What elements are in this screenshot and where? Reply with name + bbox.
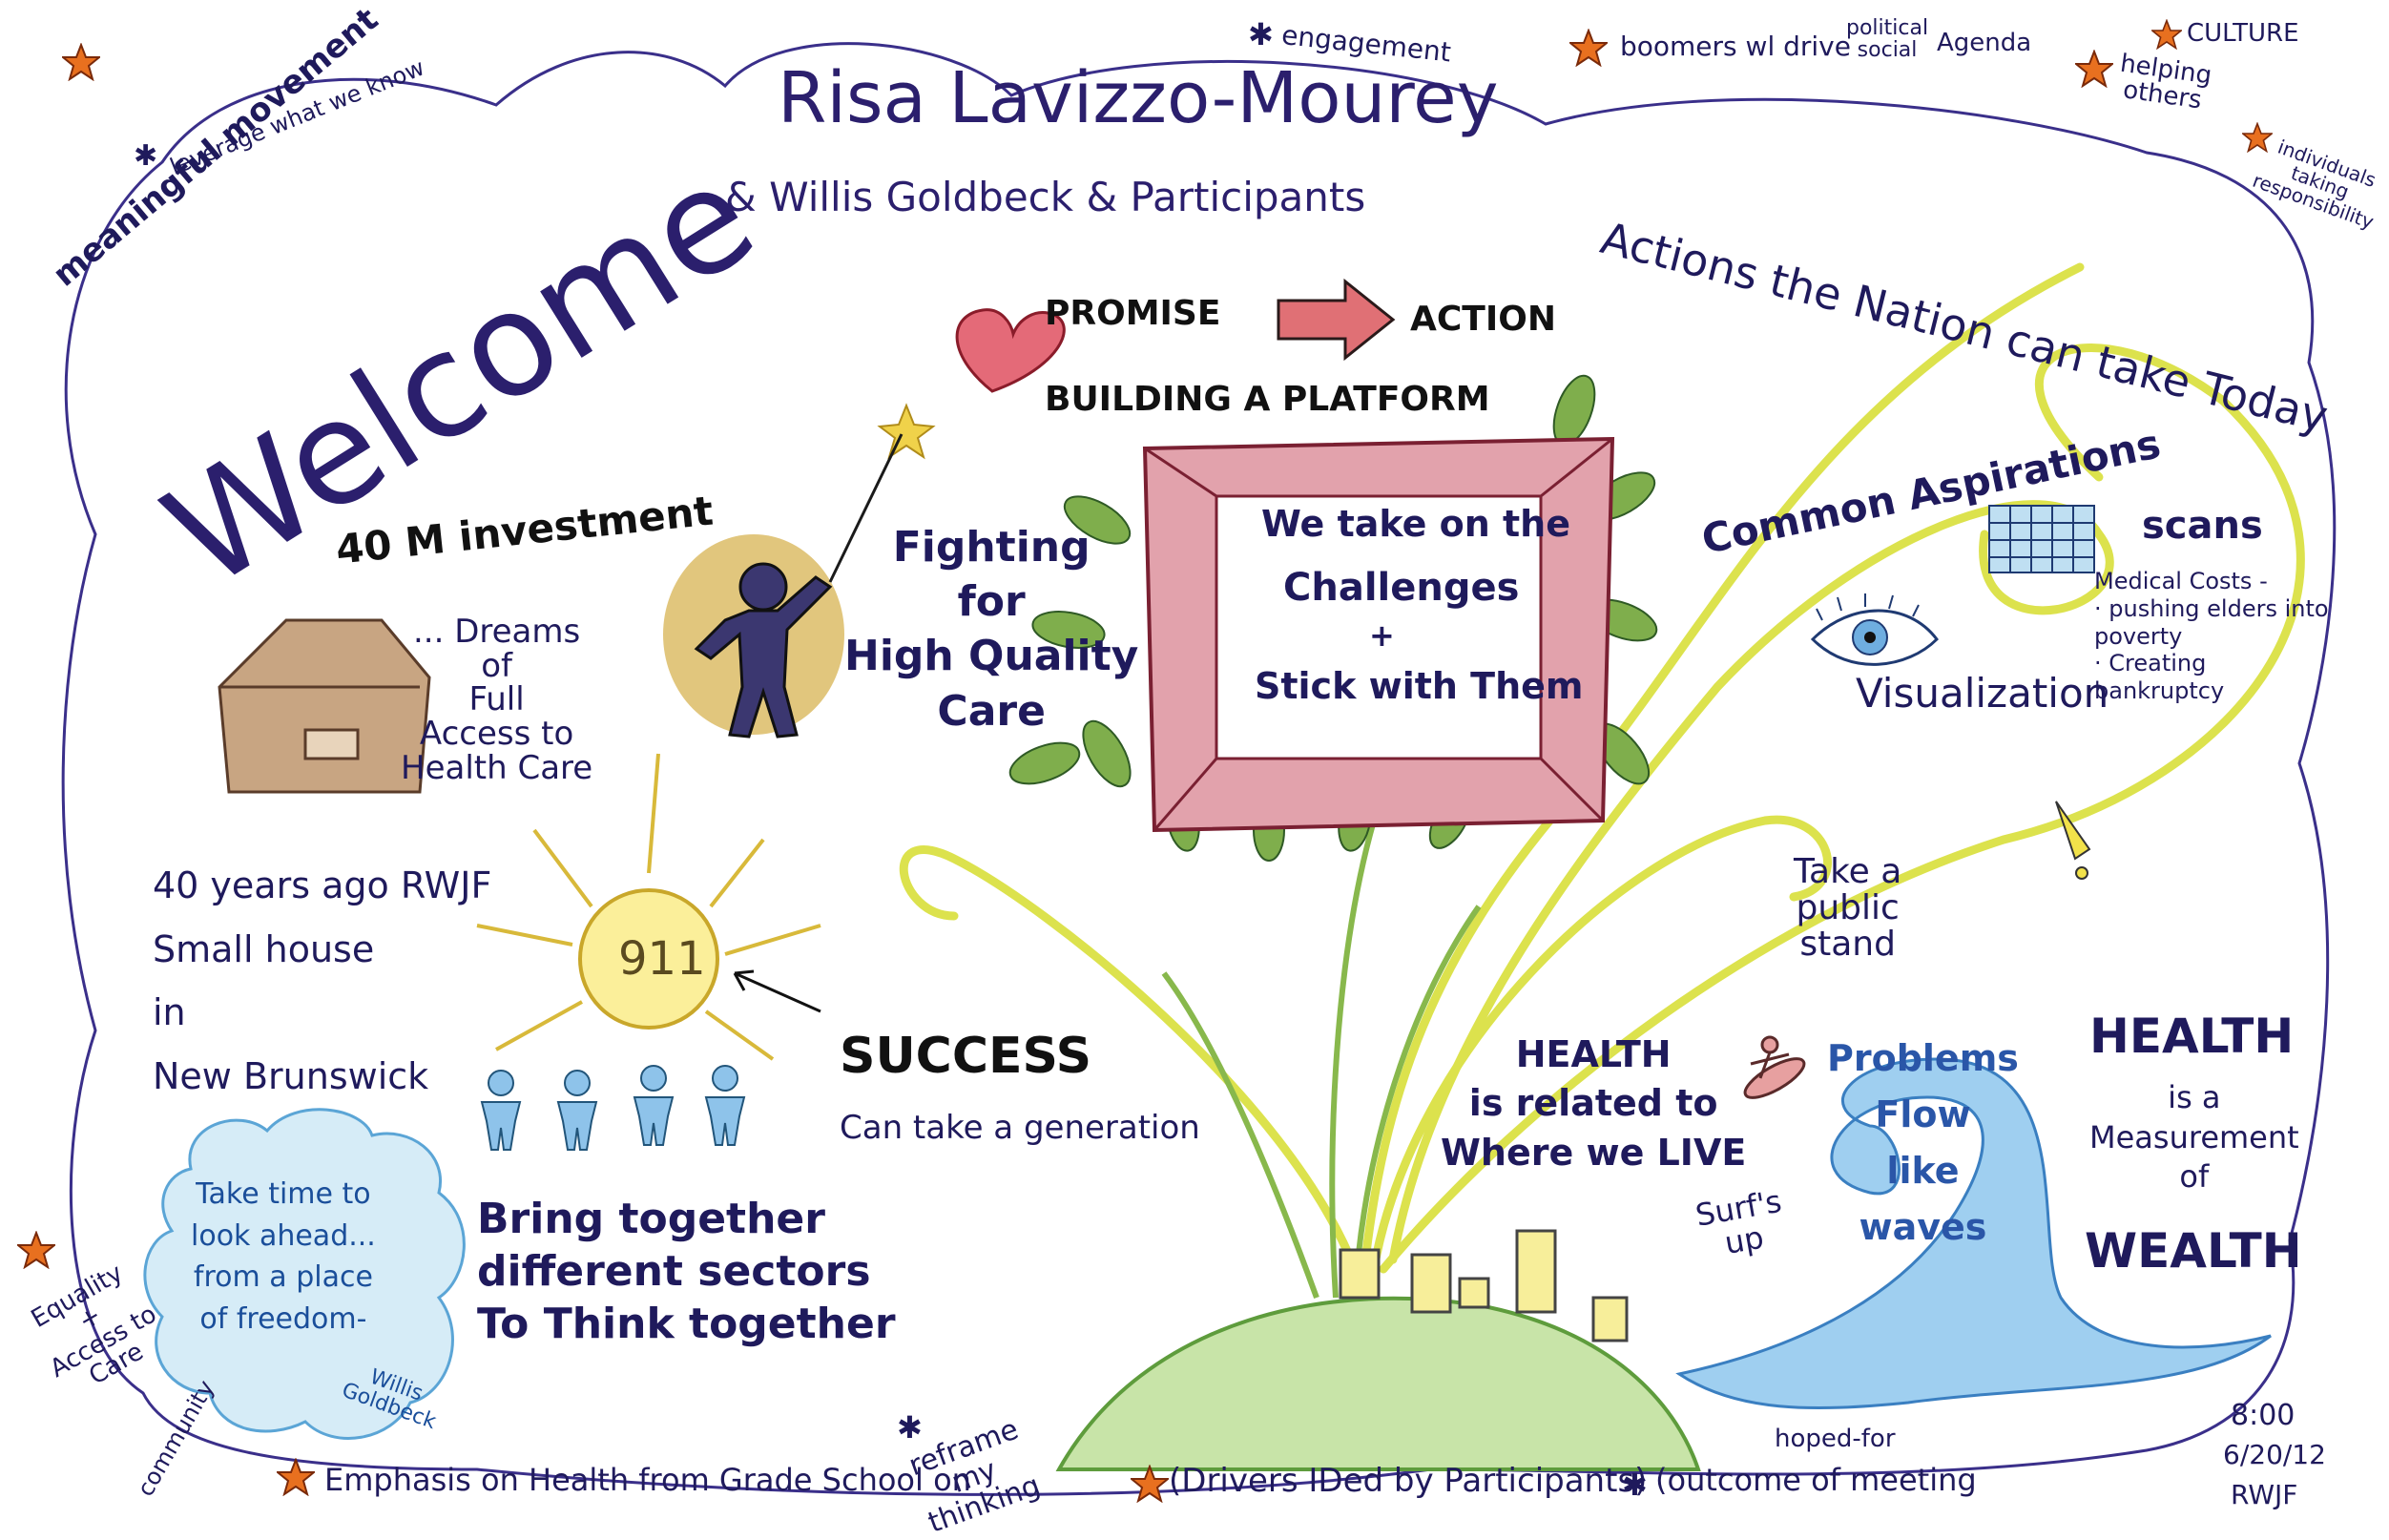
generation-label: Can take a generation	[840, 1109, 1200, 1147]
public-stand-label: Take a public stand	[1794, 852, 1902, 964]
star-icon	[1131, 1465, 1169, 1503]
quote-cloud	[143, 1108, 466, 1440]
problems-flow-label: Problems Flow like waves	[1827, 1037, 2019, 1248]
fighting-label: Fighting for High Quality Care	[844, 523, 1139, 736]
cloud-quote-text: Take time to look ahead... from a place …	[191, 1177, 376, 1336]
cloud-border	[61, 42, 2337, 1496]
health-live-label: HEALTH is related to Where we LIVE	[1441, 1033, 1747, 1174]
star-icon	[2242, 122, 2273, 153]
health-wealth-text: is a Measurement of	[2089, 1079, 2299, 1196]
hoped-for-note: hoped-for	[1775, 1425, 1896, 1453]
bring-together-label: Bring together different sectors To Thin…	[477, 1195, 896, 1348]
sun-911-label: 911	[618, 932, 706, 986]
house-icon	[218, 618, 431, 794]
asterisk-icon: ✱	[1622, 1467, 1648, 1503]
date-stamp: 6/20/12	[2223, 1439, 2326, 1470]
agenda-note: Agenda	[1937, 29, 2032, 57]
culture-note: CULTURE	[2187, 19, 2299, 48]
building-platform-label: BUILDING A PLATFORM	[1045, 380, 1490, 419]
frame-line-2: Challenges	[1283, 566, 1520, 610]
success-label: SUCCESS	[840, 1028, 1092, 1085]
asterisk-icon: ✱	[134, 139, 158, 173]
org-stamp: RWJF	[2231, 1479, 2298, 1510]
platform-frame	[1142, 436, 1615, 833]
star-icon	[1569, 29, 1608, 67]
star-icon	[277, 1458, 315, 1496]
stem	[1161, 820, 1482, 1300]
speaker-name: Risa Lavizzo-Mourey	[778, 57, 1499, 139]
heart-icon	[955, 308, 1066, 393]
scans-label: scans	[2142, 504, 2263, 548]
dreams-label: ... Dreams of Full Access to Health Care	[401, 613, 593, 787]
frame-line-1: We take on the	[1261, 503, 1571, 545]
calendar-grid-icon	[1988, 505, 2095, 573]
forty-years-label: 40 years ago RWJF Small house in New Bru…	[153, 864, 492, 1097]
eye-icon	[1810, 593, 1939, 666]
wave	[1675, 1057, 2272, 1410]
star-icon	[2151, 19, 2182, 50]
city-buildings	[1339, 1229, 1629, 1342]
exclamation-icon	[2055, 801, 2091, 861]
star-icon	[62, 43, 100, 81]
visualization-label: Visualization	[1856, 670, 2109, 717]
drivers-note: (Drivers IDed by Participants)	[1169, 1462, 1648, 1500]
star-icon	[17, 1231, 55, 1269]
time-stamp: 8:00	[2231, 1399, 2296, 1432]
star-icon	[2075, 50, 2113, 88]
frame-line-3: Stick with Them	[1255, 665, 1584, 707]
person-icon	[694, 562, 833, 739]
action-label: ACTION	[1410, 300, 1556, 339]
vines	[899, 262, 2305, 1274]
speaker-subtitle: & Willis Goldbeck & Participants	[725, 174, 1366, 220]
people-group-icon	[480, 1065, 746, 1151]
surfer-icon	[1743, 1035, 1806, 1099]
wealth-label: WEALTH	[2085, 1223, 2302, 1279]
promise-label: PROMISE	[1045, 294, 1221, 333]
health-wealth-title: HEALTH	[2089, 1009, 2295, 1064]
promise-action-arrow	[1277, 278, 1396, 362]
frame-plus: +	[1369, 617, 1395, 654]
success-arrow	[733, 969, 821, 1013]
political-social-note: political social	[1846, 16, 1929, 63]
boomers-note: boomers wl drive	[1620, 31, 1851, 62]
emphasis-note: Emphasis on Health from Grade School on	[324, 1462, 971, 1498]
medical-costs-label: Medical Costs - · pushing elders into po…	[2094, 568, 2329, 705]
outcome-note: (outcome of meeting	[1655, 1462, 1977, 1498]
wand-star	[877, 403, 936, 460]
sun-icon	[476, 753, 821, 1061]
asterisk-icon: ✱	[1248, 16, 1274, 52]
asterisk-icon: ✱	[897, 1409, 923, 1446]
